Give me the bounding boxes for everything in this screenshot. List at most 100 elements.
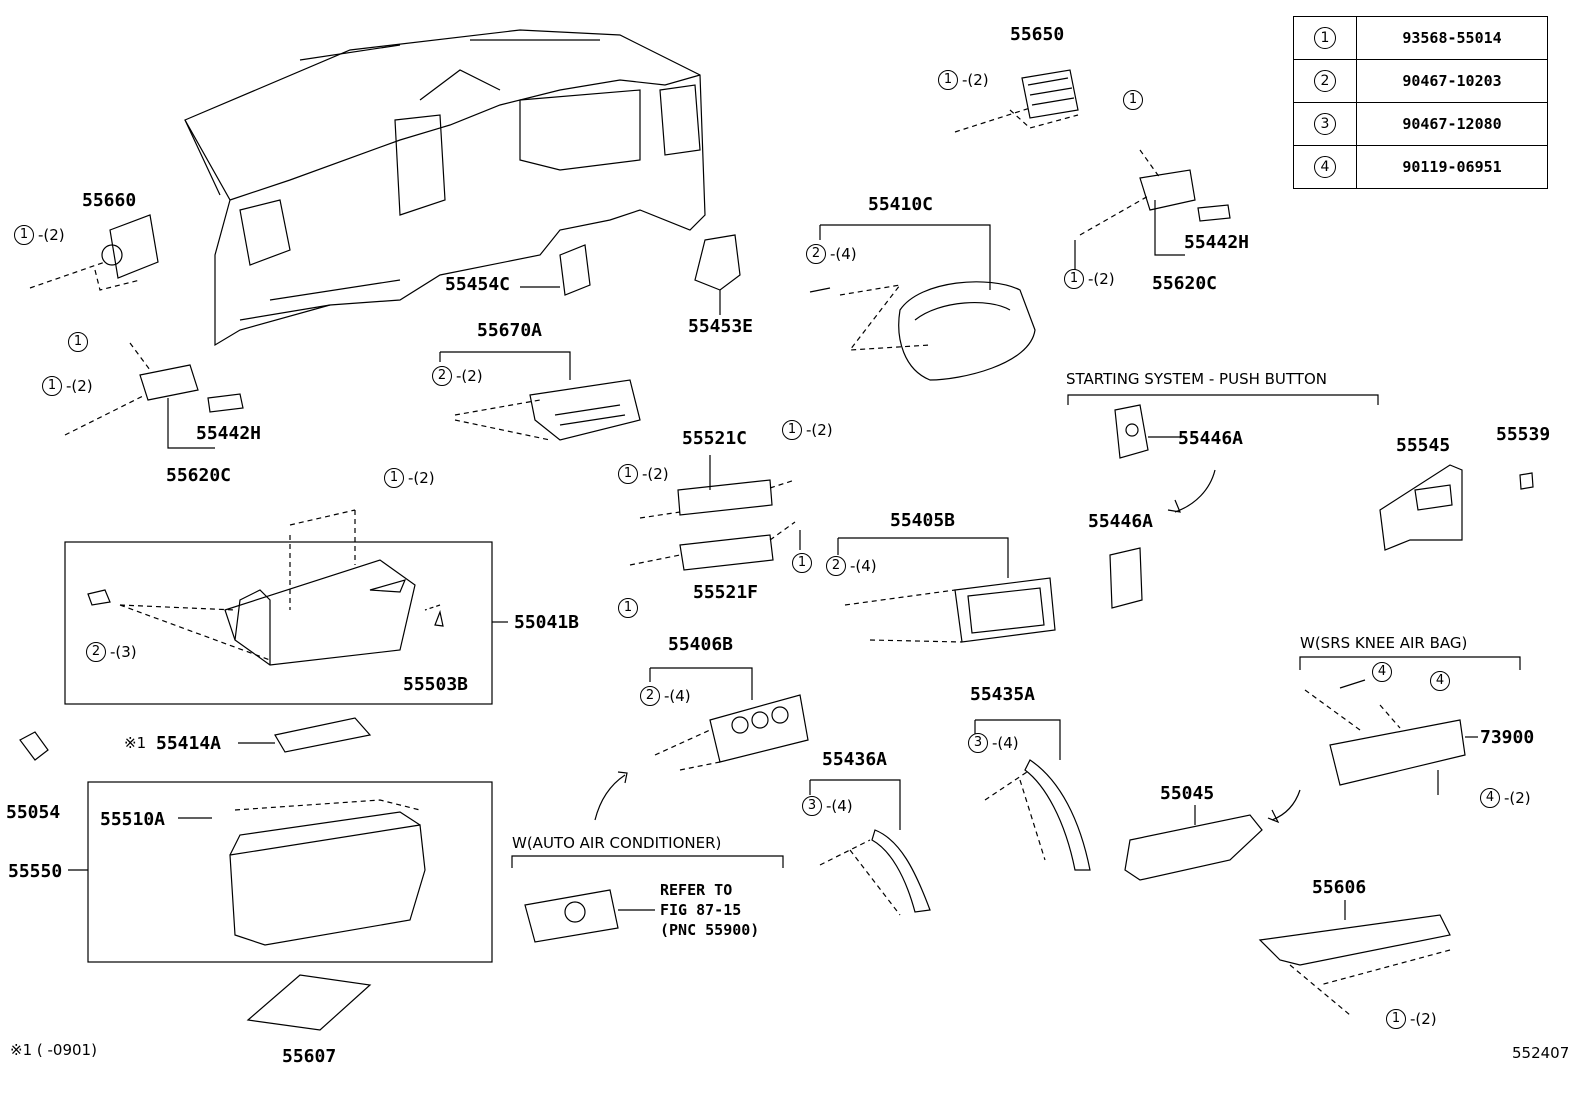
part-label-55054[interactable]: 55054 [6,802,61,823]
callout-qty: -(2) [66,377,93,395]
legend-part-number: 90467-12080 [1356,102,1548,146]
part-label-55435A[interactable]: 55435A [970,684,1036,705]
callout-qty: -(2) [1504,789,1531,807]
legend-key: 3 [1314,113,1336,135]
legend-part-number: 90467-10203 [1356,59,1548,103]
callout-1: 1 [384,468,404,488]
refer-note: REFER TO FIG 87-15 (PNC 55900) [660,880,759,940]
small-lid-drawing [19,717,372,761]
refer-line-2[interactable]: FIG 87-15 [660,901,742,919]
callout-1: 1 [938,70,958,90]
part-label-55539[interactable]: 55539 [1496,424,1551,445]
auto-ac-note: W(AUTO AIR CONDITIONER) [512,834,722,852]
part-label-55454C[interactable]: 55454C [445,274,511,295]
vent-55650-drawing [954,69,1079,133]
callout-1: 1 [1386,1009,1406,1029]
part-label-55045[interactable]: 55045 [1160,783,1215,804]
legend-key: 1 [1314,27,1336,49]
part-label-55446A-top[interactable]: 55446A [1178,428,1244,449]
legend-part-number: 90119-06951 [1356,145,1548,189]
part-label-55606[interactable]: 55606 [1312,877,1367,898]
part-label-55521C[interactable]: 55521C [682,428,748,449]
part-label-55521F[interactable]: 55521F [693,582,759,603]
refer-line-1: REFER TO [660,881,733,899]
part-label-55405B[interactable]: 55405B [890,510,956,531]
center-panel-55670A-drawing [439,351,641,441]
callout-1: 1 [14,225,34,245]
callout-2: 2 [826,556,846,576]
callout-4: 4 [1430,671,1450,691]
legend-row: 2 90467-10203 [1293,59,1548,103]
part-label-55670A[interactable]: 55670A [477,320,543,341]
legend-part-number: 93568-55014 [1356,16,1548,60]
part-label-55436A[interactable]: 55436A [822,749,888,770]
legend-row: 1 93568-55014 [1293,16,1548,60]
ac-panel-55406B-drawing [594,667,809,821]
display-55405B-drawing [837,537,1056,643]
panels-55521-drawing [629,455,801,571]
vent-55660-drawing [29,214,159,291]
part-label-55442H-right[interactable]: 55442H [1184,232,1250,253]
callout-3: 3 [802,796,822,816]
part-label-55650[interactable]: 55650 [1010,24,1065,45]
callout-2: 2 [806,244,826,264]
part-label-55620C-left[interactable]: 55620C [166,465,232,486]
part-label-55453E[interactable]: 55453E [688,316,754,337]
meter-hood-drawing [809,224,1036,381]
part-label-73900[interactable]: 73900 [1480,727,1535,748]
footnote: ※1 ( -0901) [10,1041,97,1059]
callout-qty: -(2) [1088,270,1115,288]
instrument-panel-drawing [184,29,706,347]
callout-qty: -(2) [642,465,669,483]
callout-1: 1 [782,420,802,440]
callout-qty: -(2) [38,226,65,244]
callout-1: 1 [618,598,638,618]
part-label-55620C-right[interactable]: 55620C [1152,273,1218,294]
callout-2: 2 [640,686,660,706]
callout-qty: -(3) [110,643,137,661]
part-label-55414A[interactable]: 55414A [156,733,222,754]
legend-key: 4 [1314,156,1336,178]
callout-3: 3 [968,733,988,753]
lower-cover-55045-drawing [1124,789,1301,881]
legend-row: 3 90467-12080 [1293,102,1548,146]
callout-4: 4 [1480,788,1500,808]
part-label-55442H-left[interactable]: 55442H [196,423,262,444]
part-label-55607[interactable]: 55607 [282,1046,337,1067]
part-label-55503B[interactable]: 55503B [403,674,469,695]
part-label-55660[interactable]: 55660 [82,190,137,211]
part-label-55550[interactable]: 55550 [8,861,63,882]
starting-system-note: STARTING SYSTEM - PUSH BUTTON [1066,370,1327,388]
lower-panel-55545-drawing [1379,464,1534,551]
callout-1: 1 [1123,90,1143,110]
callout-qty: -(4) [826,797,853,815]
callout-qty: -(4) [830,245,857,263]
bracket-55606-drawing [1258,900,1451,1016]
part-label-55410C[interactable]: 55410C [868,194,934,215]
part-label-55545[interactable]: 55545 [1396,435,1451,456]
part-label-55041B[interactable]: 55041B [514,612,580,633]
legend-row: 4 90119-06951 [1293,145,1548,189]
part-label-55446A-bottom[interactable]: 55446A [1088,511,1154,532]
callout-qty: -(4) [992,734,1019,752]
legend-key: 2 [1314,70,1336,92]
callout-qty: -(4) [850,557,877,575]
refer-line-3: (PNC 55900) [660,921,760,939]
glovebox-lower-drawing [68,781,493,1031]
callout-1: 1 [1064,269,1084,289]
callout-qty: -(2) [962,71,989,89]
part-label-55510A[interactable]: 55510A [100,809,166,830]
knee-airbag-drawing [1299,656,1521,795]
callout-4: 4 [1372,662,1392,682]
srs-knee-airbag-note: W(SRS KNEE AIR BAG) [1300,634,1468,652]
callout-qty: -(2) [1410,1010,1437,1028]
glovebox-upper-drawing [64,509,508,705]
callout-2: 2 [432,366,452,386]
pillar-trims-drawing [809,719,1091,916]
part-label-55406B[interactable]: 55406B [668,634,734,655]
callout-qty: -(2) [408,469,435,487]
fastener-legend-table: 1 93568-55014 2 90467-10203 3 90467-1208… [1293,16,1548,189]
small-brackets-drawing [520,234,741,315]
footnote-marker: ※1 [124,734,147,752]
